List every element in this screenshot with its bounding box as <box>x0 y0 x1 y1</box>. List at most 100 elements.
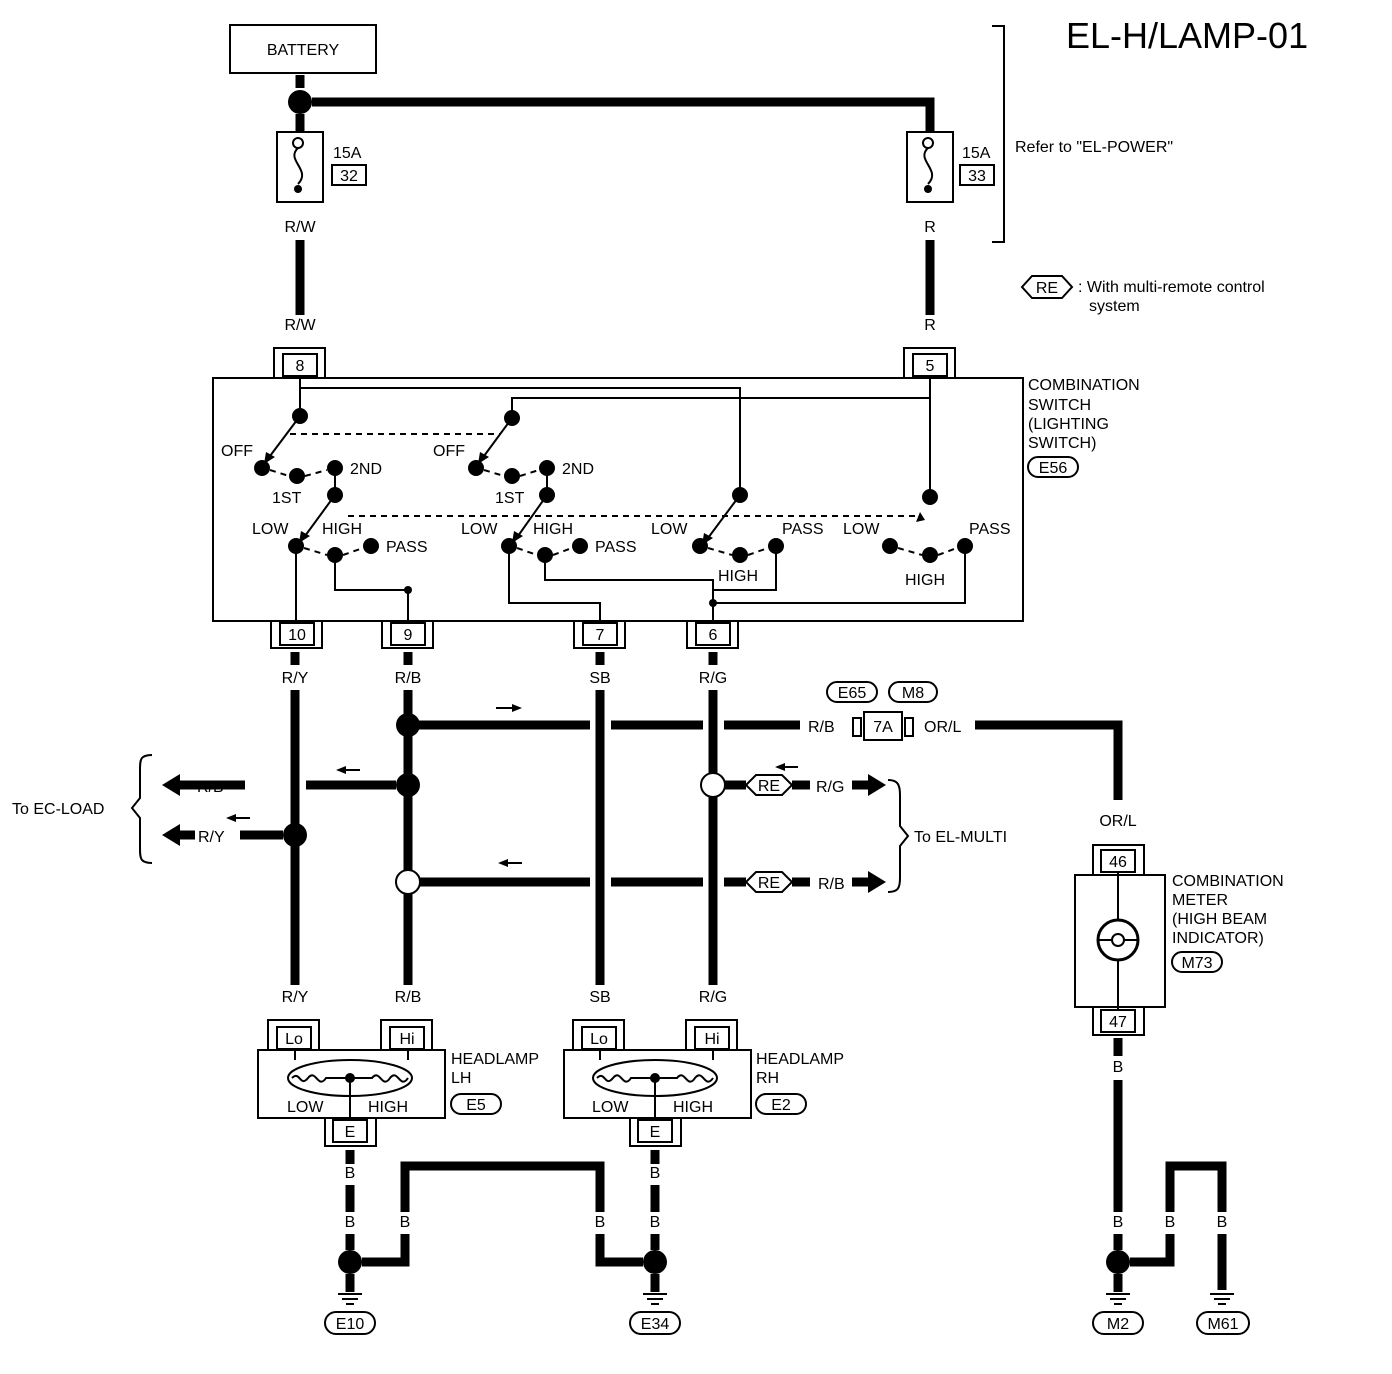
route-pin9 <box>334 555 409 625</box>
wire-label-b-m-2: B <box>1113 1214 1124 1231</box>
lh-pin-hi: Hi <box>399 1031 414 1048</box>
battery-label: BATTERY <box>267 42 340 59</box>
to-ec-load-label: To EC-LOAD <box>12 801 104 818</box>
junction-rg-optional <box>700 772 726 798</box>
wire-label-b-m-3: B <box>1165 1214 1176 1231</box>
re-badge-rg-text: RE <box>758 778 780 795</box>
wire-label-rb-multi: R/B <box>818 876 845 893</box>
fuse-32-number: 32 <box>340 168 358 185</box>
re-badge-rg: RE <box>744 774 794 796</box>
rh-low-label: LOW <box>592 1099 629 1116</box>
re-badge-rb-text: RE <box>758 875 780 892</box>
switch-name-2: SWITCH <box>1028 397 1091 414</box>
conn9-shell <box>381 621 434 649</box>
lh-pin-lo: Lo <box>285 1031 303 1048</box>
wire-label-rb-ec: R/B <box>197 779 224 796</box>
fuse-33-number: 33 <box>968 168 986 185</box>
wire-label-b-m-1: B <box>1113 1059 1124 1076</box>
conn10-shell <box>270 621 323 649</box>
connector-pin5-shell <box>903 347 956 378</box>
sw2-1st-label: 1ST <box>495 490 525 507</box>
meter-name-3: (HIGH BEAM <box>1172 911 1267 928</box>
flow-arrow-1-head <box>512 704 522 712</box>
wire-label-b-m-4: B <box>1217 1214 1228 1231</box>
fuse-32: 15A 32 <box>276 131 367 203</box>
dim3-high-label: HIGH <box>718 568 758 585</box>
wire-label-b-lh-3: B <box>400 1214 411 1231</box>
switch-pin-9: 9 <box>404 627 413 644</box>
dim1-pass-label: PASS <box>386 539 428 556</box>
switch-name-4: SWITCH) <box>1028 435 1096 452</box>
battery: BATTERY <box>229 24 377 74</box>
wire-label-rb-bot: R/B <box>395 989 422 1006</box>
wire-label-b-lh-2: B <box>345 1214 356 1231</box>
junction-rb-optional <box>395 869 421 895</box>
dim2-high-label: HIGH <box>533 521 573 538</box>
wire-orl <box>975 720 1123 800</box>
rh-connector-e2: E2 <box>771 1097 791 1114</box>
bus-pin8-to-sw3 <box>300 387 741 494</box>
switch-name-3: (LIGHTING <box>1028 416 1109 433</box>
switch-connector-e56: E56 <box>1039 460 1068 477</box>
dim3-low-label: LOW <box>651 521 688 538</box>
ground-label-m61: M61 <box>1207 1316 1238 1333</box>
connector-pin8-shell <box>273 347 326 378</box>
re-legend: RE : With multi-remote control system <box>1020 275 1265 315</box>
el-multi-brace <box>887 779 910 893</box>
wire-label-sb-top: SB <box>589 670 610 687</box>
re-note-line1: : With multi-remote control <box>1078 279 1265 296</box>
joint-connector-7a: E65 M8 7A <box>826 681 938 741</box>
meter-name-1: COMBINATION <box>1172 873 1284 890</box>
power-bracket <box>992 25 1005 243</box>
wire-label-b-rh-1: B <box>650 1165 661 1182</box>
junction-battery <box>288 90 312 114</box>
lh-name-1: HEADLAMP <box>451 1051 539 1068</box>
wire-battery-main <box>312 97 935 132</box>
wire-label-r-1: R <box>924 219 936 236</box>
ec-load-brace <box>130 754 153 864</box>
lh-pin-e: E <box>345 1124 356 1141</box>
junction-rb-ec-load <box>396 773 420 797</box>
wire-label-rw-2: R/W <box>284 317 316 334</box>
rh-name-1: HEADLAMP <box>756 1051 844 1068</box>
fuse-33: 15A 33 <box>906 131 995 203</box>
lh-high-label: HIGH <box>368 1099 408 1116</box>
switch-pin-10: 10 <box>288 627 306 644</box>
dim4-pass-label: PASS <box>969 521 1011 538</box>
ground-label-e10: E10 <box>336 1316 365 1333</box>
rh-high-label: HIGH <box>673 1099 713 1116</box>
junction-rb-upper <box>396 713 420 737</box>
wire-label-rg-multi: R/G <box>816 779 844 796</box>
fuse-33-rating: 15A <box>962 145 991 162</box>
junction-ry-ec-load <box>283 823 307 847</box>
switch-pin-7: 7 <box>596 627 605 644</box>
arrow-ec-load-rb <box>162 774 180 796</box>
ground-e10: E10 <box>324 1274 376 1335</box>
route-pass3 <box>713 546 777 591</box>
sw1-off-label: OFF <box>221 443 253 460</box>
meter-name-2: METER <box>1172 892 1228 909</box>
re-badge: RE <box>1036 280 1058 297</box>
rh-name-2: RH <box>756 1070 779 1087</box>
rh-pin-e: E <box>650 1124 661 1141</box>
lh-name-2: LH <box>451 1070 471 1087</box>
re-note-line2: system <box>1089 298 1140 315</box>
wire-label-rb-joint: R/B <box>808 719 835 736</box>
fuse-32-rating: 15A <box>333 145 362 162</box>
wire-label-b-rh-2: B <box>650 1214 661 1231</box>
combination-meter: 46 47 COMBINATION METER (HIGH BEAM INDIC… <box>1074 844 1284 1036</box>
wire-b-m61 <box>1130 1161 1227 1290</box>
wire-label-orl-v: OR/L <box>1099 813 1136 830</box>
dim1-low-label: LOW <box>252 521 289 538</box>
lh-low-label: LOW <box>287 1099 324 1116</box>
ground-junction-e34 <box>643 1250 667 1274</box>
conn7-shell <box>573 621 626 649</box>
wire-label-ry-bot: R/Y <box>282 989 309 1006</box>
joint-connector-m8: M8 <box>902 685 924 702</box>
dim2-low-label: LOW <box>461 521 498 538</box>
joint-pin-7a: 7A <box>873 719 893 736</box>
ground-junction-m2 <box>1106 1250 1130 1274</box>
conn6-shell <box>686 621 739 649</box>
refer-note: Refer to "EL-POWER" <box>1015 139 1173 156</box>
